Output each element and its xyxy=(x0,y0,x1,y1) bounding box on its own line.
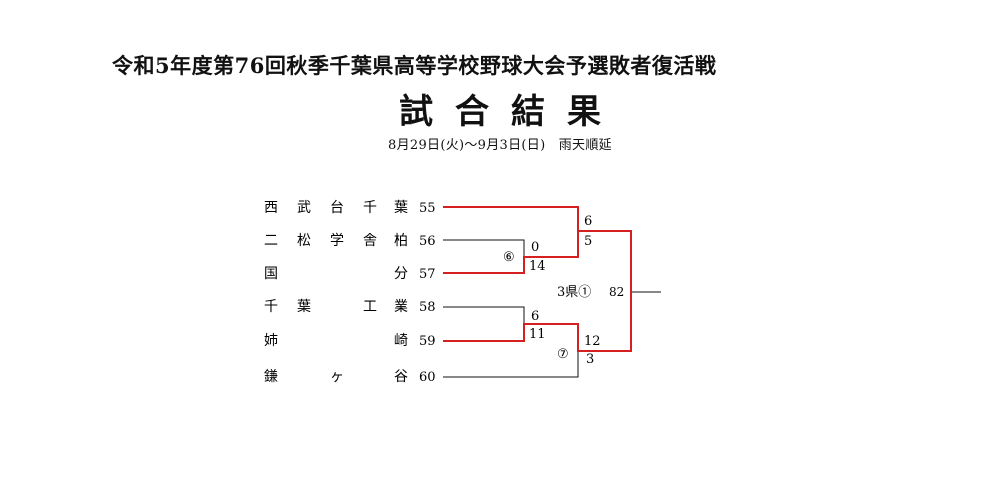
winner-path xyxy=(443,292,632,352)
final-match-number: 82 xyxy=(609,285,624,299)
team-name-char: 千 xyxy=(363,200,377,216)
team-name-char: 千 xyxy=(264,299,278,315)
score: 6 xyxy=(584,214,592,229)
match-number: ⑦ xyxy=(557,347,569,362)
tournament-title: 令和5年度第76回秋季千葉県高等学校野球大会予選敗者復活戦 xyxy=(112,53,717,78)
team-name-char: 葉 xyxy=(394,200,408,216)
team-name-char: 台 xyxy=(330,200,344,216)
team-name-char: 業 xyxy=(394,299,408,315)
score: 6 xyxy=(531,309,539,324)
winner-lines xyxy=(443,206,632,352)
team-name-char: 国 xyxy=(264,266,278,282)
team-name-char: 柏 xyxy=(394,233,408,249)
winner-path xyxy=(443,231,579,274)
team-row: 鎌 ヶ 谷 60 xyxy=(264,369,436,385)
match-number: ⑥ xyxy=(503,250,515,265)
team-name-char: 松 xyxy=(297,233,311,249)
score: 0 xyxy=(531,240,539,255)
score: 5 xyxy=(584,234,592,249)
team-name-char: 分 xyxy=(394,266,408,282)
final-match-label: 3県① xyxy=(557,285,591,300)
schedule-note: 8月29日(火)〜9月3日(日) 雨天順延 xyxy=(388,138,612,153)
loser-path xyxy=(443,351,579,378)
seed-number: 60 xyxy=(419,370,436,385)
team-name-char: 学 xyxy=(330,233,344,249)
seed-number: 58 xyxy=(419,300,436,315)
team-row: 二 松 学 舎 柏 56 xyxy=(264,233,436,249)
loser-path xyxy=(443,306,525,324)
results-subtitle: 試合結果 xyxy=(399,92,623,132)
team-name-char: 舎 xyxy=(363,233,377,249)
team-name-char: 谷 xyxy=(394,369,408,385)
team-row: 姉 崎 59 xyxy=(264,333,436,349)
team-name-char: 西 xyxy=(264,200,278,216)
score: 12 xyxy=(584,334,601,349)
team-name-char: 姉 xyxy=(264,333,278,349)
team-row: 西 武 台 千 葉 55 xyxy=(264,200,436,216)
seed-number: 55 xyxy=(419,201,436,216)
seed-number: 57 xyxy=(419,267,436,282)
team-row: 千 葉 工 業 58 xyxy=(264,299,436,315)
team-name-char: ヶ xyxy=(330,369,344,385)
team-name-char: 二 xyxy=(264,233,278,249)
seed-number: 59 xyxy=(419,334,436,349)
team-row: 国 分 57 xyxy=(264,266,436,282)
team-name-char: 崎 xyxy=(394,333,408,349)
team-name-char: 工 xyxy=(363,299,377,315)
score: 14 xyxy=(529,259,546,274)
team-name-char: 鎌 xyxy=(264,369,278,385)
team-name-char: 武 xyxy=(297,200,311,216)
seed-number: 56 xyxy=(419,234,436,249)
loser-path xyxy=(443,239,525,257)
team-name-char: 葉 xyxy=(297,299,311,315)
loser-lines xyxy=(443,231,661,378)
score: 3 xyxy=(586,352,594,367)
score: 11 xyxy=(529,327,546,342)
